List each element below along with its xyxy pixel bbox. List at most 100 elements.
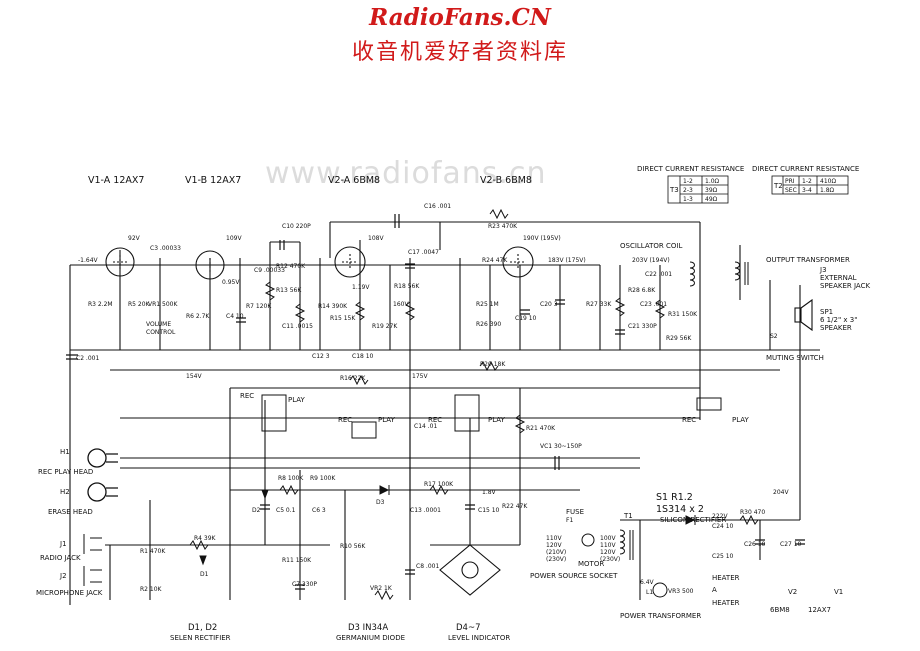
label-play: PLAY (488, 416, 506, 424)
tube-v2a (334, 246, 366, 278)
label-heater-pin: 12AX7 (808, 606, 831, 614)
label-rec: REC (428, 416, 442, 424)
label-external: EXTERNAL (820, 274, 857, 282)
label-v2: V2 (788, 588, 797, 596)
label-volume: VOLUME (146, 321, 171, 328)
dc-left-r2-c0: 1-3 (683, 196, 693, 203)
label-c12: C12 3 (312, 353, 330, 360)
motor-symbol (581, 533, 595, 547)
label-sp1: SP1 (820, 308, 833, 316)
label-c3: C3 .00033 (150, 245, 181, 252)
label-r24: R24 47K (482, 257, 508, 264)
dc-right-r1-c1: 3-4 (802, 187, 812, 194)
voltage-label: 175V (412, 373, 428, 380)
voltage-label: 222V (712, 513, 728, 520)
label-r19: R19 27K (372, 323, 398, 330)
voltage-label: 154V (186, 373, 202, 380)
label-speaker: SPEAKER (820, 324, 852, 332)
label-r21: R21 470K (526, 425, 556, 432)
label-c2: C2 .001 (76, 355, 99, 362)
power-transformer-t1 (619, 529, 634, 560)
label-control: CONTROL (146, 329, 176, 336)
label-r20: R20 18K (480, 361, 506, 368)
label-a: A (712, 586, 717, 594)
tube-label-v1b: V1-B 12AX7 (185, 175, 241, 186)
label-s1: S1 R1.2 (656, 492, 693, 503)
dc-right-r0-c0: PRI (785, 178, 795, 185)
label-power-source-socket: POWER SOURCE SOCKET (530, 572, 618, 580)
label-heater-pin: 6BM8 (770, 606, 790, 614)
label-c15: C15 10 (478, 507, 500, 514)
tube-v1a (105, 247, 135, 277)
dc-right-r0-c2: 410Ω (820, 178, 836, 185)
label-r28: R28 6.8K (628, 287, 656, 294)
label-r9: R9 100K (310, 475, 336, 482)
label-speaker-jack: SPEAKER JACK (820, 282, 870, 290)
site-title: RadioFans.CN (369, 4, 551, 31)
dc-title-right: DIRECT CURRENT RESISTANCE (752, 165, 859, 173)
dc-left-r2-c1: 49Ω (705, 196, 718, 203)
label-j1: J1 (59, 540, 67, 548)
label-r3: R3 2.2M (88, 301, 113, 308)
label-line-voltage: (210V) (546, 549, 566, 556)
rec-play-head-symbol (87, 448, 118, 468)
label-line-voltage: 110V (546, 535, 562, 542)
label-line-voltage: (230V) (546, 556, 566, 563)
voltage-label: 190V (195V) (523, 235, 561, 242)
label-tap-voltage: 120V (600, 549, 616, 556)
label-rec: REC (240, 392, 254, 400)
label-line-voltage: 120V (546, 542, 562, 549)
label-r27: R27 33K (586, 301, 612, 308)
tube-v2b (502, 246, 534, 278)
label-c13: C13 .0001 (410, 507, 441, 514)
capacitors (66, 214, 805, 590)
label-r5: R5 20K (128, 301, 151, 308)
label-r8: R8 100K (278, 475, 304, 482)
label-c18: C18 10 (352, 353, 374, 360)
label-level-indicator: LEVEL INDICATOR (448, 634, 510, 642)
label-selen-rectifier: SELEN RECTIFIER (170, 634, 231, 642)
label-r13: R13 56K (276, 287, 302, 294)
dc-left-r1-c1: 39Ω (705, 187, 718, 194)
label-h2: H2 (60, 488, 70, 496)
label-rec: REC (338, 416, 352, 424)
label-radio-jack: RADIO JACK (40, 554, 81, 562)
label-v1: V1 (834, 588, 843, 596)
label-d3-type: D3 IN34A (348, 623, 388, 633)
label-motor: MOTOR (578, 560, 604, 568)
voltage-label: 204V (773, 489, 789, 496)
label-c14: C14 .01 (414, 423, 437, 430)
label-c22: C22 .001 (645, 271, 672, 278)
label-c27: C27 10 (780, 541, 802, 548)
oscillator-coil (689, 261, 701, 290)
voltage-label: 0.95V (222, 279, 240, 286)
label-r18: R18 56K (394, 283, 420, 290)
label-r26: R26 390 (476, 321, 501, 328)
voltage-label: 109V (226, 235, 242, 242)
label-c21: C21 330P (628, 323, 657, 330)
label-s2: S2 (770, 333, 778, 340)
dc-table-left (667, 175, 729, 204)
voltage-label: -1.64V (78, 257, 99, 264)
label-sp-size: 6 1/2" x 3" (820, 316, 857, 324)
label-r22: R22 47K (502, 503, 528, 510)
label-r17: R17 100K (424, 481, 454, 488)
label-play: PLAY (288, 396, 306, 404)
label-c10: C10 220P (282, 223, 311, 230)
voltage-label: 1.19V (352, 284, 370, 291)
label-c17: C17 .0047 (408, 249, 439, 256)
label-r29: R29 56K (666, 335, 692, 342)
output-transformer (734, 261, 749, 285)
label-tap-voltage: 110V (600, 542, 616, 549)
label-oscillator: OSCILLATOR COIL (620, 242, 682, 250)
label-tap-voltage: 100V (600, 535, 616, 542)
label-r15: R15 15K (330, 315, 356, 322)
label-play: PLAY (732, 416, 750, 424)
label-r14: R14 390K (318, 303, 348, 310)
label-rec-play-head: REC PLAY HEAD (38, 468, 93, 476)
label-vr1: VR1 500K (148, 301, 178, 308)
label-tap-voltage: (230V) (600, 556, 620, 563)
label-r2: R2 10K (140, 586, 163, 593)
label-c4: C4 10 (226, 313, 244, 320)
